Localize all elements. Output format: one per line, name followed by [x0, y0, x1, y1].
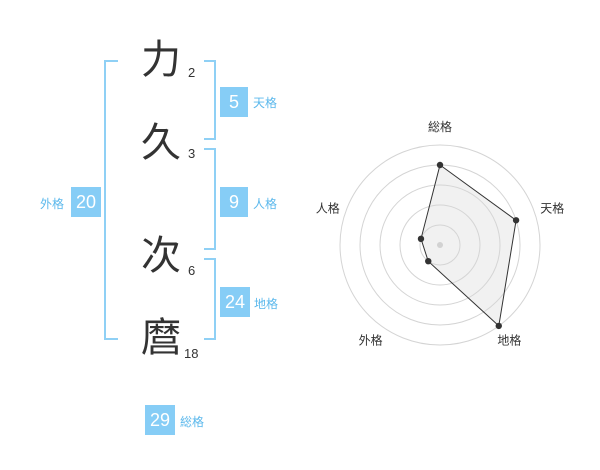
chikaku-value: 24 — [220, 287, 250, 317]
stroke-count-1: 2 — [188, 65, 196, 80]
radar-points — [417, 161, 520, 330]
radar-point-2 — [512, 217, 520, 224]
radar-axis-label-2: 天格 — [540, 201, 564, 216]
radar-point-4 — [425, 257, 432, 265]
radar-center-dot — [437, 242, 443, 248]
radar-ring — [419, 224, 461, 266]
radar-point-3 — [495, 322, 502, 330]
chikaku-label: 地格 — [254, 297, 279, 311]
radar-point-1 — [436, 161, 444, 169]
tenkaku-value: 5 — [220, 87, 248, 117]
name-char-1: 力 — [141, 37, 181, 83]
name-char-2: 久 — [141, 120, 181, 166]
radar-axis-label-5: 人格 — [316, 201, 340, 216]
gaikaku-value: 20 — [71, 187, 101, 217]
stroke-count-3: 6 — [188, 263, 196, 278]
radar-axis-label-4: 外格 — [359, 333, 383, 348]
radar-area — [420, 164, 517, 327]
radar-ring — [399, 204, 481, 286]
radar-series-polygon — [420, 164, 517, 327]
name-char-4: 麿 — [141, 315, 181, 361]
radar-ring — [379, 184, 501, 306]
radar-axis-label-1: 総格 — [428, 119, 452, 134]
soukaku-value: 29 — [145, 405, 175, 435]
gaikaku-label: 外格 — [40, 197, 65, 211]
jinkaku-label: 人格 — [253, 197, 278, 211]
radar-ring — [339, 144, 541, 346]
stroke-count-4: 18 — [184, 346, 199, 361]
tenkaku-label: 天格 — [253, 96, 278, 110]
stroke-count-2: 3 — [188, 146, 196, 161]
radar-axis-label-3: 地格 — [497, 333, 521, 348]
soukaku-label: 総格 — [180, 415, 205, 429]
jinkaku-value: 9 — [220, 187, 248, 217]
radar-point-5 — [417, 235, 425, 243]
name-char-3: 次 — [141, 233, 181, 279]
